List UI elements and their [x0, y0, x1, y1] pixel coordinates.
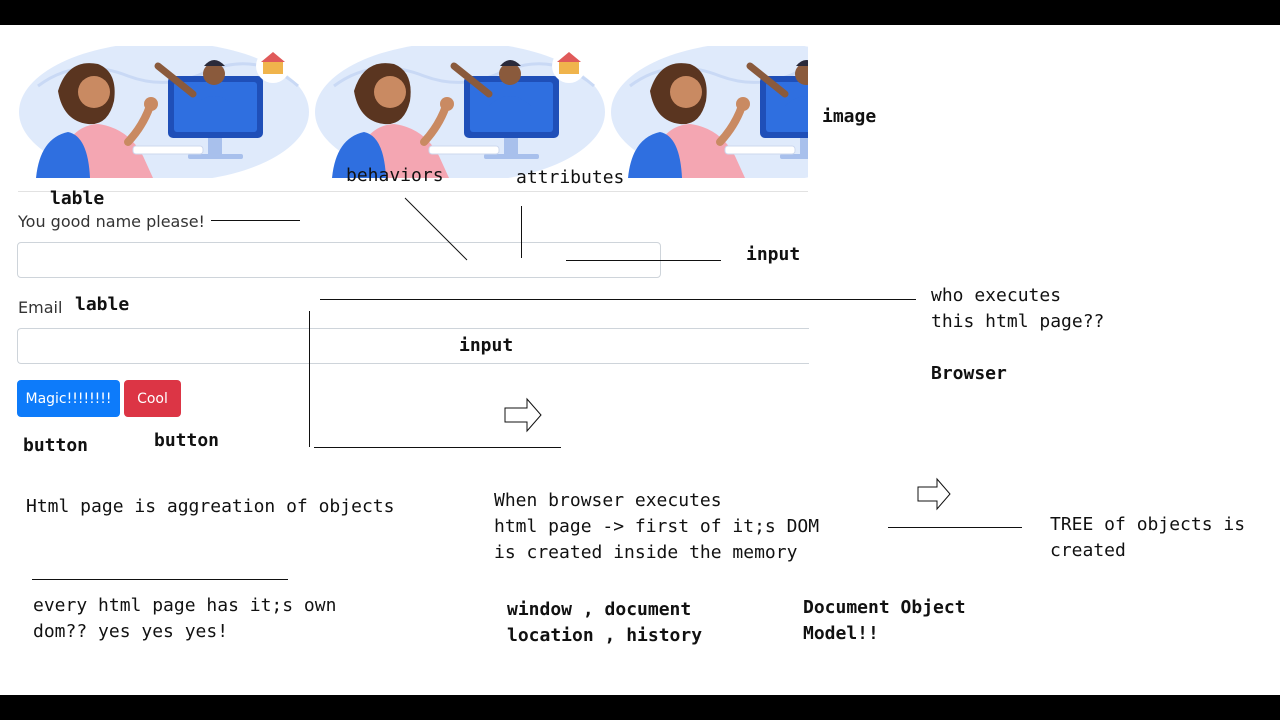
note-dom-name: Document Object Model!!	[803, 597, 966, 644]
note-lable: lable	[50, 188, 105, 209]
note-aggregation: Html page is aggreation of objects	[26, 496, 395, 517]
email-input[interactable]	[17, 328, 809, 364]
annotation-line	[211, 220, 300, 221]
note-browser: Browser	[931, 363, 1007, 384]
note-button: button	[154, 430, 220, 451]
form-divider	[18, 191, 808, 192]
note-button: button	[23, 435, 89, 456]
hollow-arrow-right-icon	[504, 397, 542, 433]
note-image: image	[822, 106, 877, 127]
cool-button[interactable]: Cool	[124, 380, 181, 417]
video-letterbox-bottom	[0, 695, 1280, 720]
illustration-image	[610, 46, 808, 178]
note-lable: lable	[75, 294, 130, 315]
note-objects: window , document location , history	[507, 599, 703, 646]
name-label: You good name please!	[18, 212, 205, 231]
note-behaviors: behaviors	[346, 165, 444, 186]
note-input: input	[459, 335, 514, 356]
annotation-line	[32, 579, 288, 580]
illustration-image	[314, 46, 606, 178]
annotation-line	[314, 447, 561, 448]
annotation-line	[566, 260, 721, 261]
name-input[interactable]	[17, 242, 661, 278]
note-who-executes: who executes this html page??	[931, 285, 1105, 332]
annotation-line	[888, 527, 1022, 528]
email-label: Email	[18, 298, 63, 317]
note-attributes: attributes	[516, 167, 625, 188]
magic-button[interactable]: Magic!!!!!!!!	[17, 380, 120, 417]
note-every-page: every html page has it;s own dom?? yes y…	[33, 595, 337, 642]
page-canvas: You good name please! Email Magic!!!!!!!…	[0, 25, 1280, 695]
hollow-arrow-right-icon	[917, 477, 951, 511]
note-when-browser: When browser executes html page -> first…	[494, 490, 820, 563]
annotation-line	[309, 311, 310, 447]
illustration-image	[18, 46, 310, 178]
note-tree: TREE of objects is created	[1050, 514, 1246, 561]
note-input: input	[746, 244, 801, 265]
video-letterbox-top	[0, 0, 1280, 25]
annotation-line	[521, 206, 522, 258]
annotation-line	[320, 299, 916, 300]
